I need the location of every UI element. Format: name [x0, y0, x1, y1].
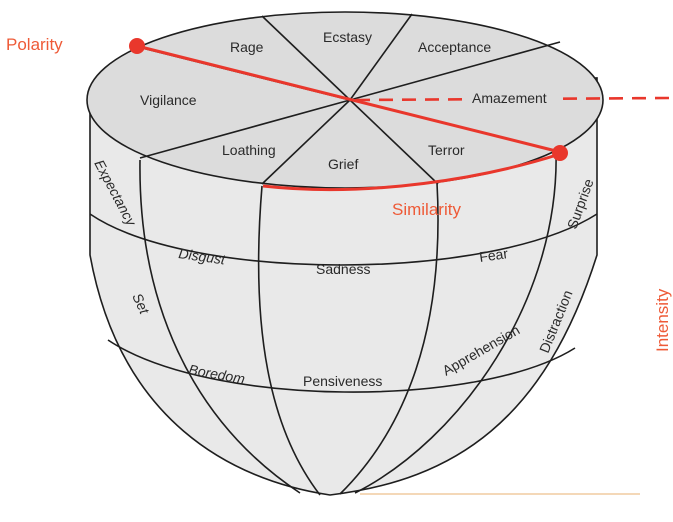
label-rage: Rage: [230, 39, 264, 55]
label-amazement: Amazement: [472, 90, 547, 106]
spoke-5: [261, 99, 351, 185]
label-acceptance: Acceptance: [418, 39, 491, 55]
polarity-point-right: [552, 145, 568, 161]
meridian-2: [257, 185, 321, 496]
amazement-label-bg: [466, 86, 562, 108]
label-ecstasy: Ecstasy: [323, 29, 372, 45]
label-pensiveness: Pensiveness: [303, 373, 382, 389]
meridian-4: [354, 149, 557, 494]
meridian-3: [339, 182, 439, 495]
label-grief: Grief: [328, 156, 358, 172]
dimension-polarity: Polarity: [6, 35, 63, 54]
spoke-2: [349, 13, 413, 101]
spoke-4: [139, 99, 351, 159]
polarity-line: [136, 44, 561, 154]
label-disgust: Disgust: [178, 245, 228, 267]
similarity-arc: [262, 152, 561, 192]
label-vigilance: Vigilance: [140, 92, 197, 108]
polarity-point-left: [129, 38, 145, 54]
ring-band-lower: [107, 339, 576, 393]
label-fear: Fear: [478, 245, 509, 265]
label-sadness: Sadness: [316, 261, 370, 277]
solid-body: [89, 77, 598, 496]
dimension-similarity: Similarity: [392, 200, 461, 219]
spoke-6: [349, 99, 439, 185]
dashed-line: [355, 96, 671, 102]
meridian-1: [139, 159, 301, 494]
spoke-3: [349, 41, 561, 101]
dimension-intensity: Intensity: [653, 288, 672, 352]
label-terror: Terror: [428, 142, 465, 158]
spoke-1: [261, 15, 351, 101]
ring-band-upper: [89, 213, 598, 266]
label-loathing: Loathing: [222, 142, 276, 158]
